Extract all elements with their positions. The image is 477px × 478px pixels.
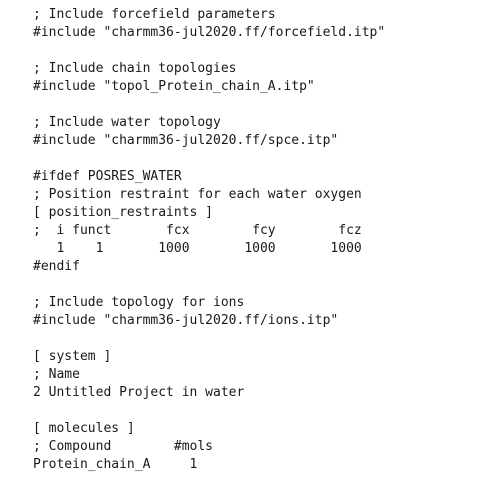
code-line-16 (33, 276, 385, 294)
code-line-24: [ molecules ] (33, 421, 135, 436)
code-line-18: #include "charmm36-jul2020.ff/ions.itp" (33, 313, 339, 328)
code-line-14: 1 1 1000 1000 1000 (33, 241, 362, 256)
code-line-4: ; Include chain topologies (33, 61, 237, 76)
code-line-2: #include "charmm36-jul2020.ff/forcefield… (33, 25, 386, 40)
code-line-13: ; i funct fcx fcy fcz (33, 223, 362, 238)
code-line-7: ; Include water topology (33, 115, 221, 130)
code-line-11: ; Position restraint for each water oxyg… (33, 187, 362, 202)
code-line-19 (33, 330, 385, 348)
code-line-10: #ifdef POSRES_WATER (33, 169, 182, 184)
code-line-6 (33, 96, 385, 114)
code-line-1: ; Include forcefield parameters (33, 7, 276, 22)
code-line-22: 2 Untitled Project in water (33, 385, 245, 400)
code-line-15: #endif (33, 259, 80, 274)
topology-code: ; Include forcefield parameters #include … (33, 6, 385, 474)
code-line-12: [ position_restraints ] (33, 205, 214, 220)
code-line-8: #include "charmm36-jul2020.ff/spce.itp" (33, 133, 339, 148)
code-line-5: #include "topol_Protein_chain_A.itp" (33, 79, 315, 94)
code-line-17: ; Include topology for ions (33, 295, 245, 310)
code-line-25: ; Compound #mols (33, 439, 214, 454)
code-line-20: [ system ] (33, 349, 112, 364)
code-line-9 (33, 150, 385, 168)
code-line-21: ; Name (33, 367, 80, 382)
code-line-3 (33, 42, 385, 60)
code-line-26: Protein_chain_A 1 (33, 457, 198, 472)
code-line-23 (33, 402, 385, 420)
